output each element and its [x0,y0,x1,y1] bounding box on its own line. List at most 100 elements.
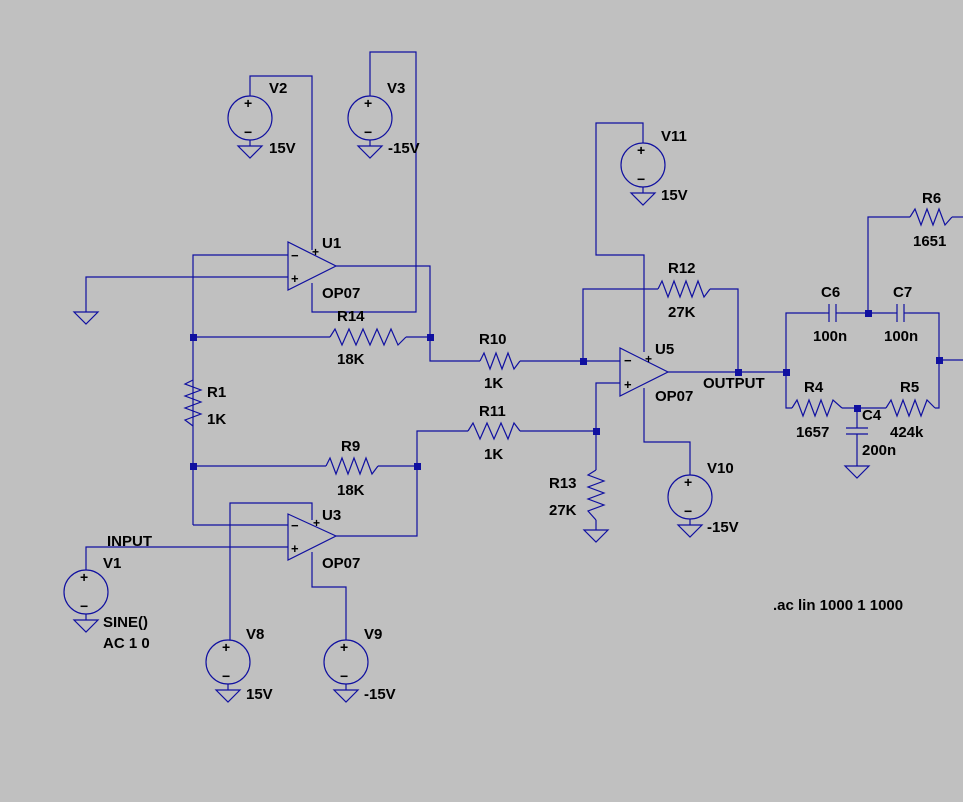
opamp-u1-name: U1 [322,235,341,252]
pin-plus: + [624,377,632,392]
c4-value: 200n [862,442,896,459]
pin-vcc: + [313,516,320,530]
opamp-u1-model: OP07 [322,285,360,302]
v1-value: SINE() [103,614,148,631]
r14-value: 18K [337,351,365,368]
v3-value: -15V [388,140,420,157]
spice-directive[interactable]: .ac lin 1000 1 1000 [773,597,903,614]
pin-vcc: + [645,352,652,366]
resistor-r5[interactable]: R5 424k [885,379,936,441]
r13-value: 27K [549,502,577,519]
r12-value: 27K [668,304,696,321]
ground-icon [214,689,242,703]
r14-name: R14 [337,308,365,325]
c6-name: C6 [821,284,840,301]
capacitor-c4[interactable]: C4 200n [846,407,896,459]
resistor-r1[interactable]: R1 1K [183,379,226,428]
ground-icon [843,465,871,479]
opamp-u3-model: OP07 [322,555,360,572]
capacitor-c6[interactable]: C6 100n [813,284,847,345]
voltage-source-v10[interactable]: + − V10 -15V [667,460,739,536]
v1-name: V1 [103,555,121,572]
v11-value: 15V [661,187,688,204]
v11-name: V11 [661,128,687,145]
ground-icon [676,524,704,538]
resistor-r4[interactable]: R4 1657 [791,379,843,441]
r12-name: R12 [668,260,696,277]
minus-sign: − [340,668,348,684]
minus-sign: − [80,598,88,614]
resistor-r10[interactable]: R10 1K [479,331,521,392]
wires [85,51,963,640]
r4-name: R4 [804,379,824,396]
resistor-r14[interactable]: R14 18K [329,308,407,368]
plus-sign: + [637,142,645,158]
net-label-output: OUTPUT [703,375,765,392]
c7-value: 100n [884,328,918,345]
c4-name: C4 [862,407,882,424]
v10-name: V10 [707,460,734,477]
ground-icon [332,689,360,703]
v10-value: -15V [707,519,739,536]
pin-plus: + [291,271,299,286]
ground-icon [72,311,100,325]
c7-name: C7 [893,284,912,301]
minus-sign: − [244,124,252,140]
plus-sign: + [222,639,230,655]
minus-sign: − [637,171,645,187]
voltage-source-v11[interactable]: + − V11 15V [620,128,688,204]
r13-name: R13 [549,475,577,492]
minus-sign: − [222,668,230,684]
r5-name: R5 [900,379,919,396]
r5-value: 424k [890,424,924,441]
net-label-input: INPUT [107,533,152,550]
plus-sign: + [244,95,252,111]
v8-value: 15V [246,686,273,703]
v1-value2: AC 1 0 [103,635,150,652]
r11-name: R11 [479,403,506,420]
r1-value: 1K [207,411,226,428]
plus-sign: + [364,95,372,111]
resistor-r9[interactable]: R9 18K [325,438,379,499]
opamp-u5[interactable]: − + + U5 OP07 [619,341,693,405]
resistor-r12[interactable]: R12 27K [657,260,711,321]
r10-value: 1K [484,375,503,392]
minus-sign: − [364,124,372,140]
voltage-source-v3[interactable]: + − V3 -15V [347,80,420,157]
ground-icon [582,529,610,543]
pin-minus: − [624,353,632,368]
junctions [190,310,943,470]
v9-name: V9 [364,626,382,643]
r4-value: 1657 [796,424,829,441]
c6-value: 100n [813,328,847,345]
v9-value: -15V [364,686,396,703]
plus-sign: + [80,569,88,585]
r10-name: R10 [479,331,507,348]
v3-name: V3 [387,80,405,97]
r9-value: 18K [337,482,365,499]
r1-name: R1 [207,384,226,401]
ground-icon [356,145,384,159]
r9-name: R9 [341,438,360,455]
ground-icon [629,192,657,206]
opamp-u1[interactable]: − + + U1 OP07 [287,235,360,302]
voltage-source-v1[interactable]: + − V1 SINE() AC 1 0 [63,555,150,652]
voltage-source-v2[interactable]: + − V2 15V [227,80,296,157]
resistor-r11[interactable]: R11 1K [467,403,521,463]
capacitor-c7[interactable]: C7 100n [884,284,918,345]
r11-value: 1K [484,446,503,463]
plus-sign: + [684,474,692,490]
r6-value: 1651 [913,233,946,250]
ground-icon [72,619,100,633]
ground-icon [236,145,264,159]
voltage-source-v9[interactable]: + − V9 -15V [323,626,396,703]
voltage-source-v8[interactable]: + − V8 15V [205,626,273,703]
resistor-r6[interactable]: R6 1651 [909,190,953,250]
opamp-u5-name: U5 [655,341,674,358]
pin-minus: − [291,518,299,533]
opamp-u5-model: OP07 [655,388,693,405]
plus-sign: + [340,639,348,655]
resistor-r13[interactable]: R13 27K [549,469,606,521]
opamp-u3[interactable]: − + + U3 OP07 [287,507,360,572]
